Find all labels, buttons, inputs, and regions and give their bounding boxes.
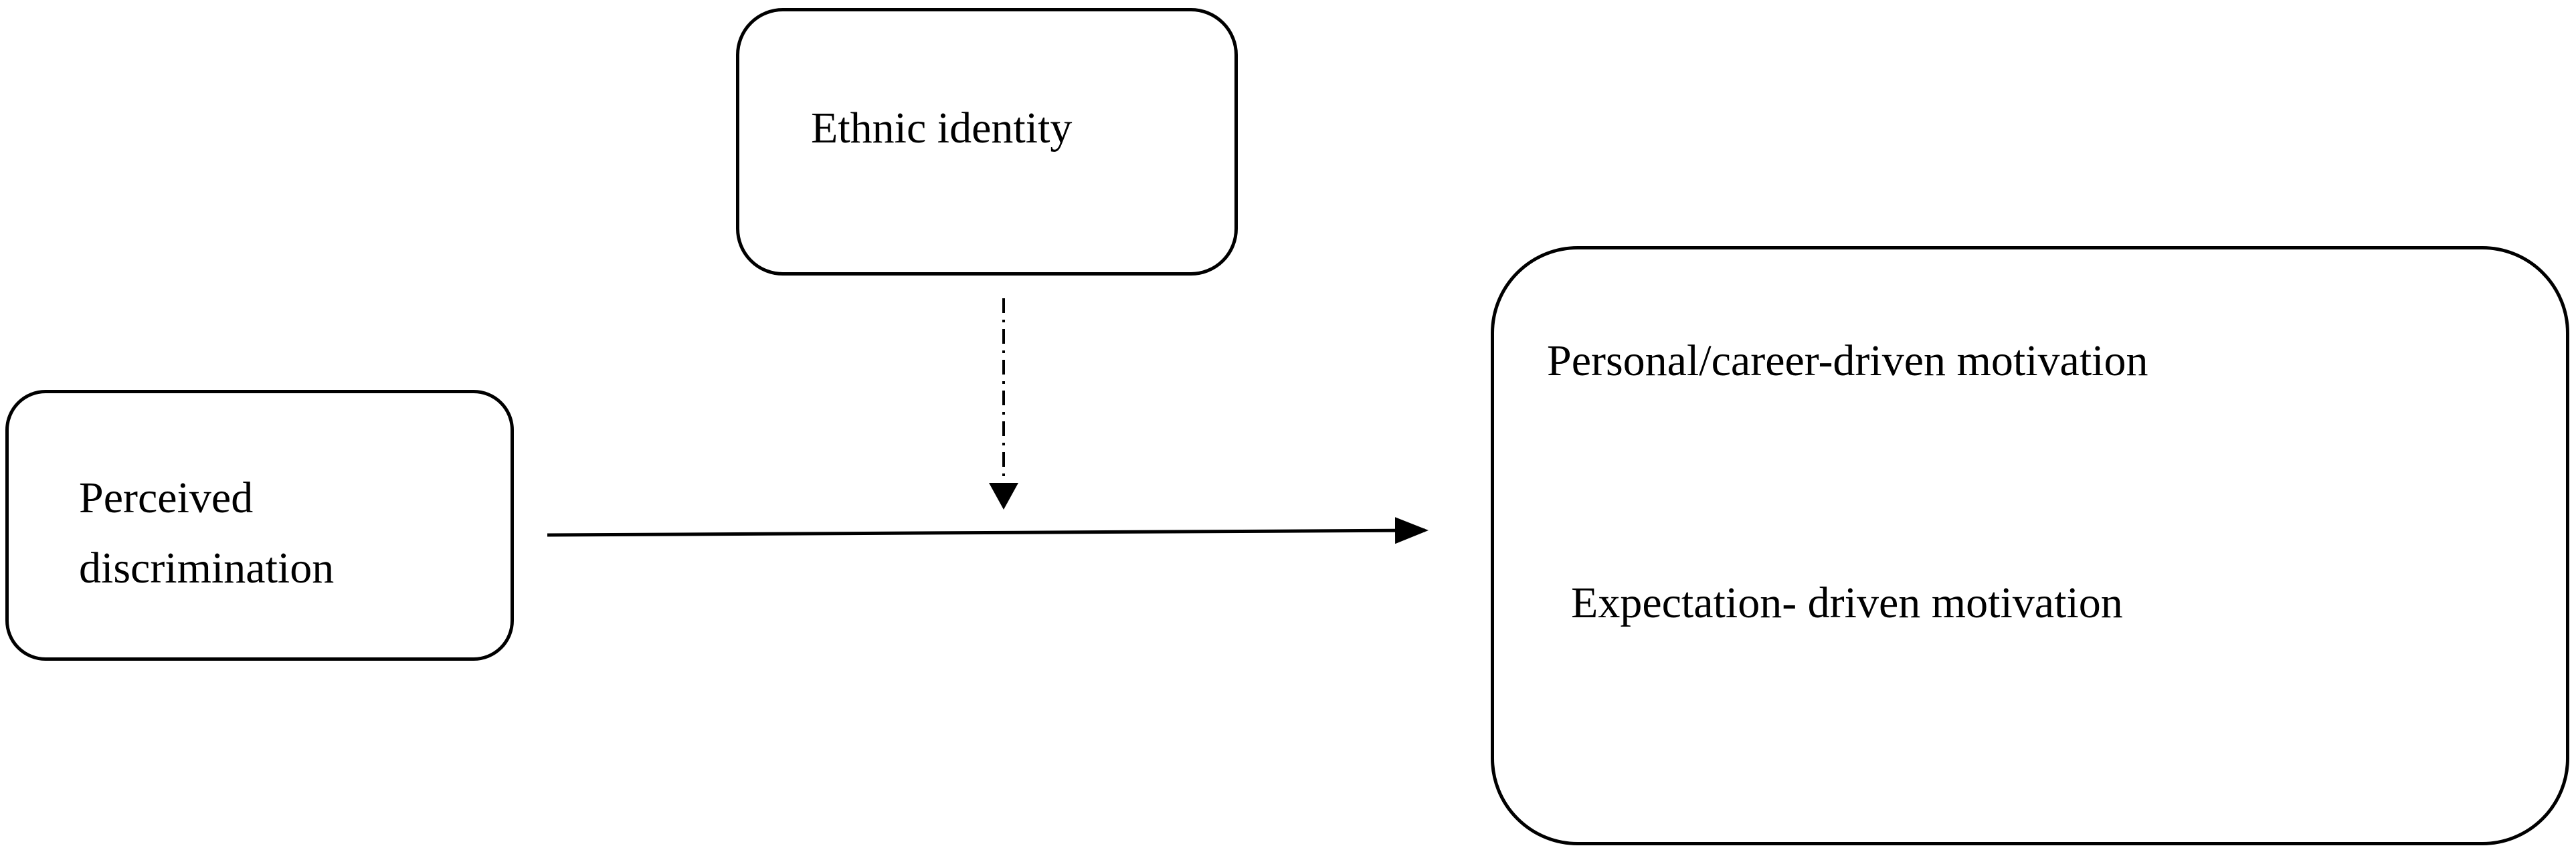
moderation-arrowhead [989,483,1018,510]
perceived-discrimination-label-line2: discrimination [79,544,335,593]
ethnic-identity-label: Ethnic identity [811,104,1073,152]
expectation-motivation-label: Expectation- driven motivation [1571,578,2123,627]
perceived-discrimination-box [5,390,514,661]
motivation-outcomes-box [1491,246,2569,845]
personal-career-motivation-label: Personal/career-driven motivation [1547,336,2148,385]
perceived-discrimination-label-line1: Perceived [79,473,254,522]
main-effect-arrow [547,517,1429,544]
ethnic-identity-box [736,8,1238,276]
